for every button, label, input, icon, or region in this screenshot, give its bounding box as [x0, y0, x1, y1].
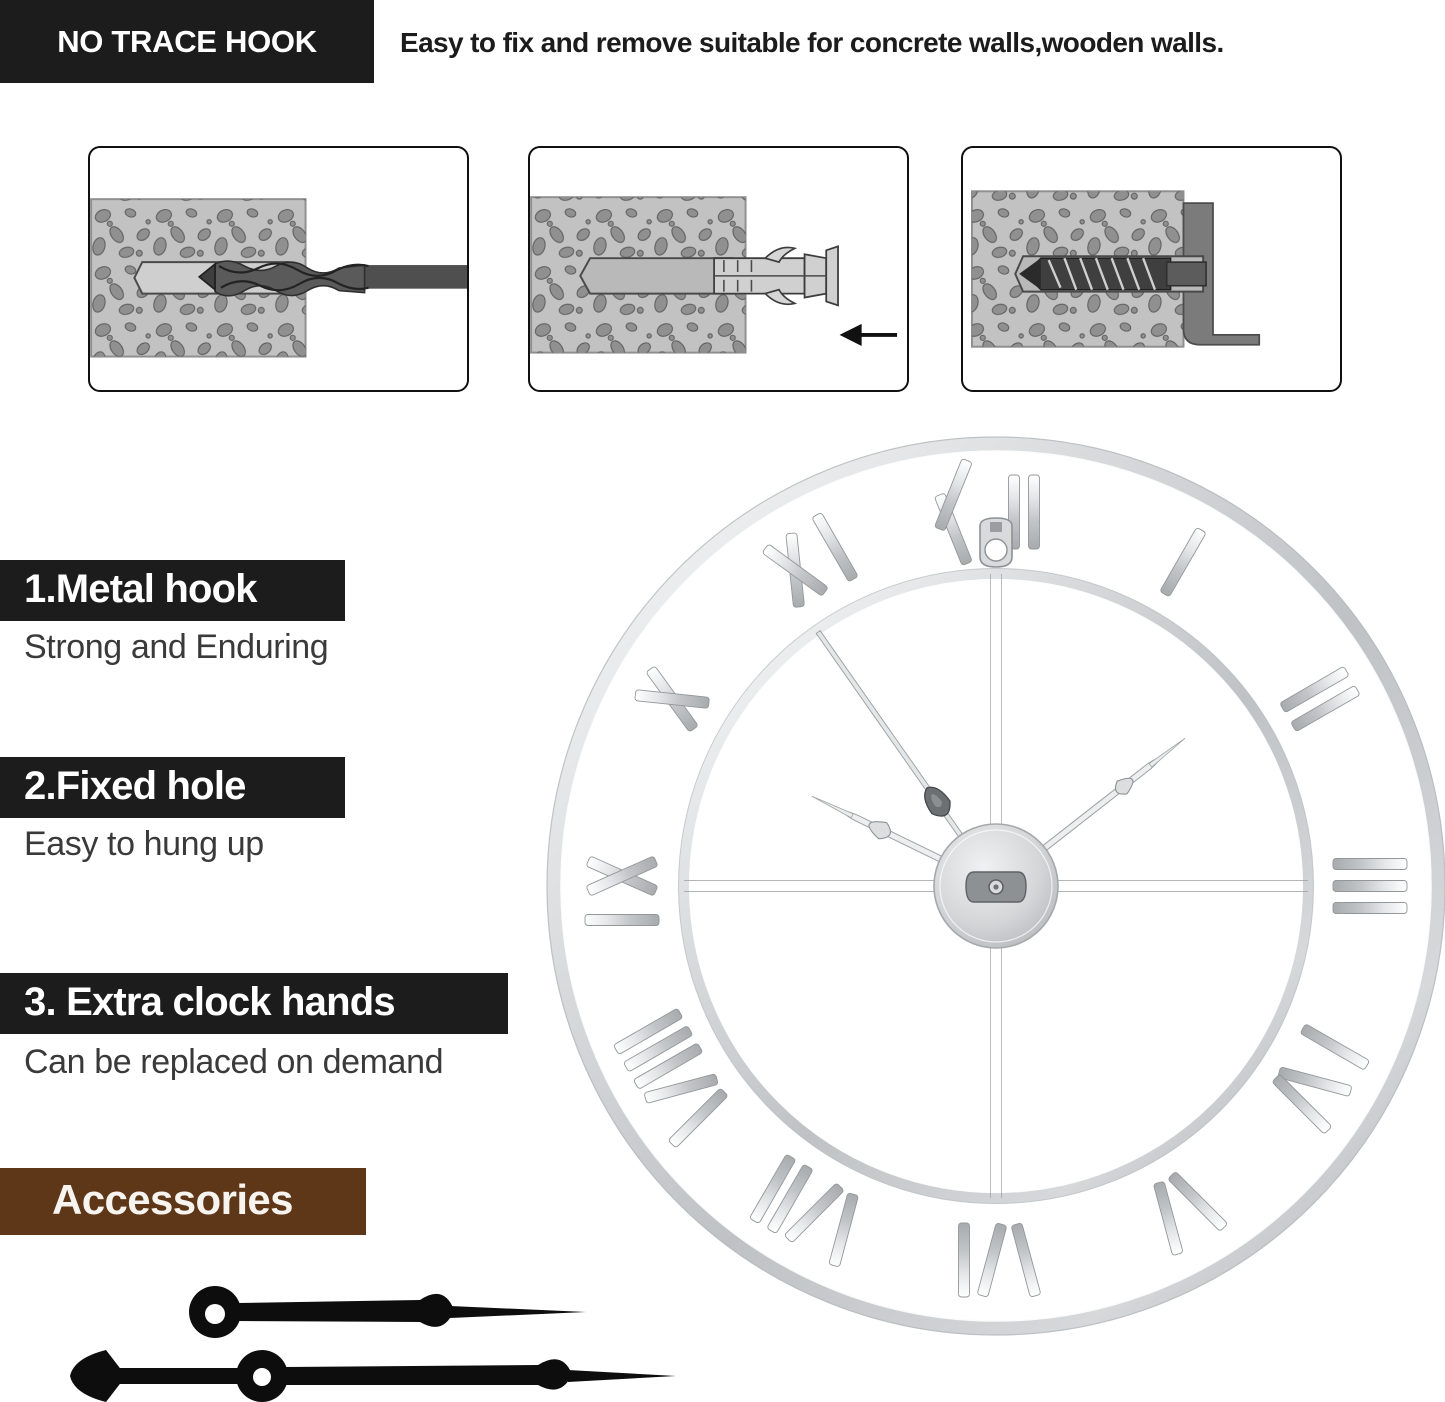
- install-step-3: [961, 146, 1342, 392]
- hour-hand-icon: [189, 1286, 586, 1338]
- numeral-IV: [1271, 1023, 1371, 1135]
- header-subtitle: Easy to fix and remove suitable for conc…: [400, 27, 1224, 58]
- header-badge-label: NO TRACE HOOK: [57, 23, 317, 59]
- accessory-hands-group: [40, 1272, 680, 1402]
- clock-face: [546, 436, 1445, 1336]
- header-badge: NO TRACE HOOK: [0, 0, 374, 83]
- numeral-I: [1159, 526, 1207, 598]
- minute-hand-icon: [70, 1350, 676, 1402]
- wall-clock: [546, 436, 1445, 1336]
- wall-anchor-icon: [530, 196, 898, 354]
- second-hand: [815, 630, 1005, 897]
- center-hub: [933, 823, 1059, 949]
- numeral-VI: [958, 1222, 1042, 1298]
- feature-tag-fixed-hole: 2.Fixed hole: [0, 757, 345, 818]
- feature-tag-extra-clock-hands: 3. Extra clock hands: [0, 973, 508, 1034]
- screw-hook-icon: [970, 190, 1261, 348]
- numeral-III: [1332, 858, 1408, 914]
- accessories-tag: Accessories: [0, 1168, 366, 1235]
- feature-sub-fixed-hole: Easy to hung up: [24, 825, 264, 863]
- feature-sub-metal-hook: Strong and Enduring: [24, 628, 329, 666]
- feature-tag-metal-hook: 1.Metal hook: [0, 560, 345, 621]
- numeral-II: [1279, 665, 1361, 733]
- numeral-V: [1152, 1170, 1229, 1257]
- install-step-2: [528, 146, 909, 392]
- numeral-XI: [761, 511, 859, 608]
- numeral-IX: [584, 855, 660, 926]
- arrow-left-icon: [839, 323, 898, 346]
- hanging-hole-icon: [979, 517, 1013, 568]
- numeral-X: [634, 665, 710, 733]
- feature-sub-extra-clock-hands: Can be replaced on demand: [24, 1043, 444, 1081]
- drill-bit-icon: [90, 198, 467, 358]
- install-step-1: [88, 146, 469, 392]
- accessory-hands-illustration: [70, 1286, 676, 1402]
